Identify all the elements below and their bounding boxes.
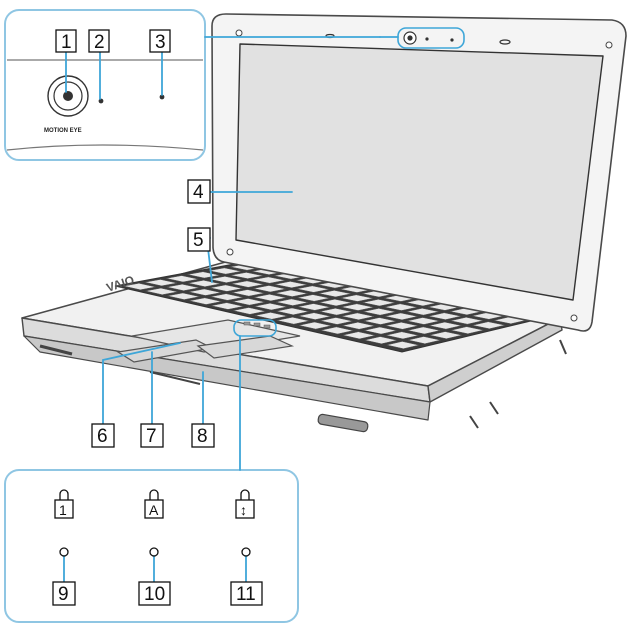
callout-4: 4 bbox=[193, 182, 204, 203]
callout-9: 9 bbox=[58, 584, 69, 605]
caps-lock-glyph: A bbox=[149, 502, 159, 518]
callout-8: 8 bbox=[197, 426, 208, 447]
callout-6: 6 bbox=[97, 426, 108, 447]
callout-10: 10 bbox=[144, 584, 165, 605]
callout-7: 7 bbox=[146, 426, 157, 447]
callout-2: 2 bbox=[94, 32, 105, 53]
camera-label: MOTION EYE bbox=[44, 128, 82, 134]
callout-11: 11 bbox=[236, 584, 256, 605]
callout-1: 1 bbox=[61, 32, 72, 53]
scroll-lock-glyph: ↕ bbox=[240, 502, 247, 518]
num-lock-glyph: 1 bbox=[59, 502, 67, 518]
callout-3: 3 bbox=[155, 32, 166, 53]
callout-5: 5 bbox=[193, 230, 204, 251]
switch-slider bbox=[318, 414, 369, 433]
